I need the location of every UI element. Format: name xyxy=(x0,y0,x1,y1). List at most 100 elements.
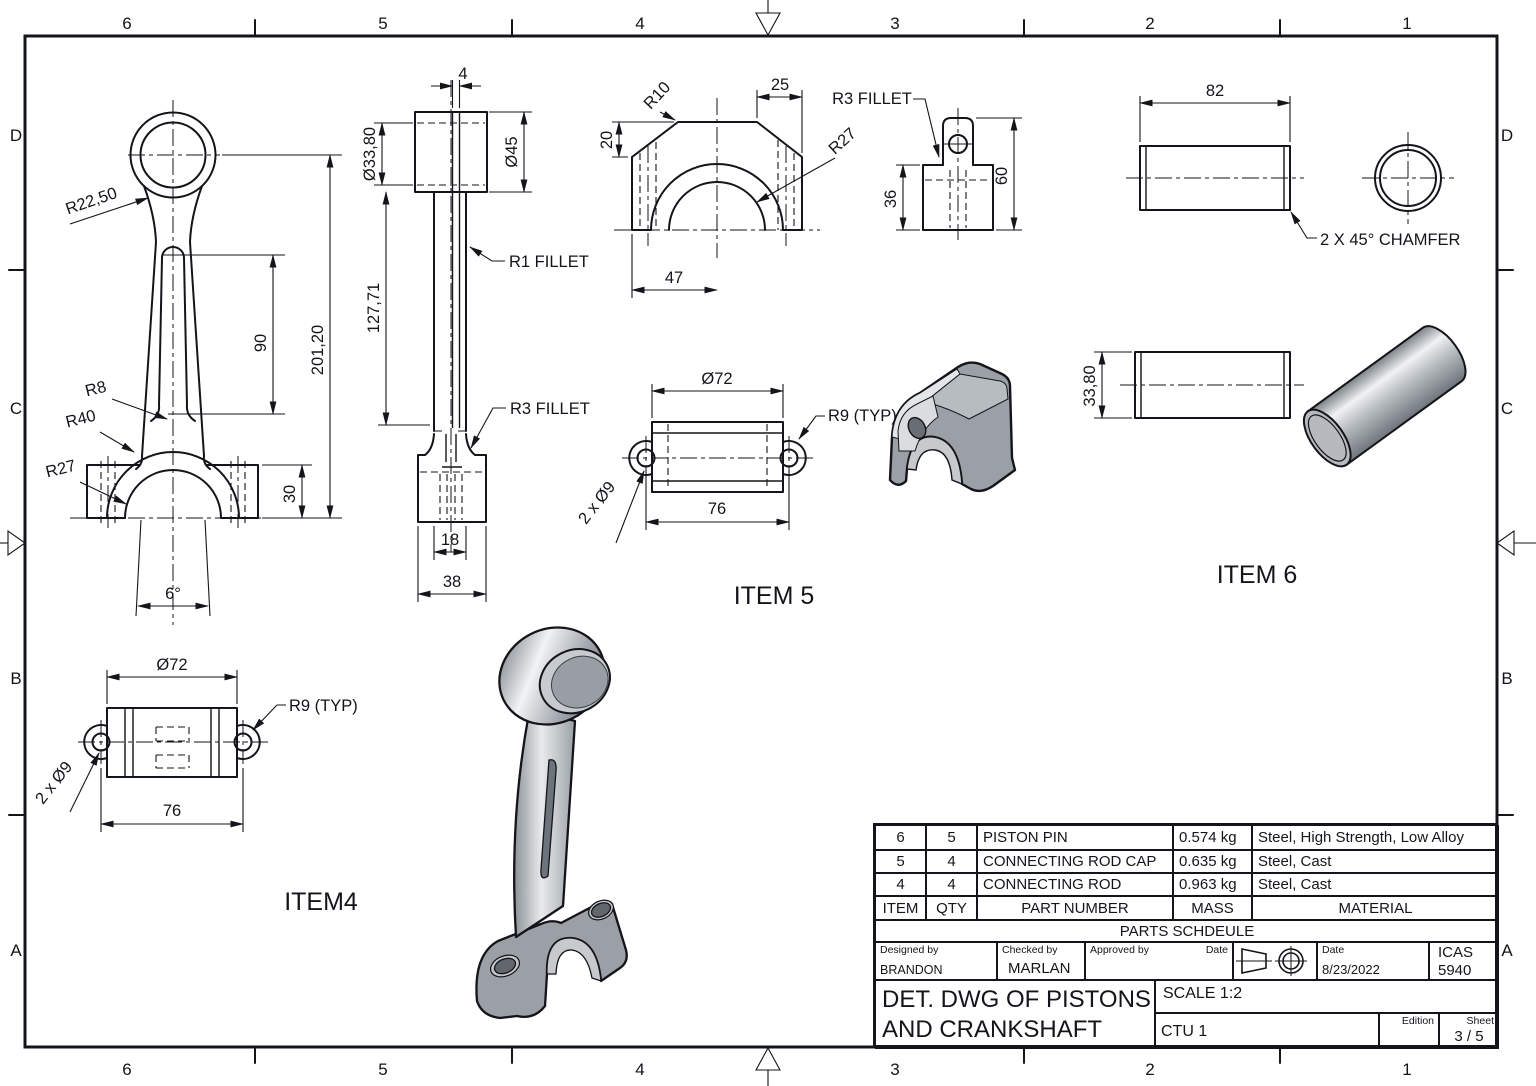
angle-dim: 6° xyxy=(165,585,181,603)
ps-material: Steel, High Strength, Low Alloy xyxy=(1252,825,1499,850)
rod-front-view: 6° 90 201,20 30 R22,50 R8 R40 R27 xyxy=(44,100,342,625)
ps-qty: 4 xyxy=(926,850,977,873)
org-number: 5940 xyxy=(1438,962,1472,979)
dim-76: 76 xyxy=(163,802,181,820)
dim-d45: Ø45 xyxy=(503,136,521,167)
pin-3d-render xyxy=(1302,325,1467,468)
ps-header-mass: MASS xyxy=(1173,896,1252,920)
rod-side-view: 4 Ø33,80 Ø45 127,71 R1 FILLET R3 FILLET … xyxy=(361,65,590,602)
dim-76: 76 xyxy=(708,500,726,518)
ps-header-material: MATERIAL xyxy=(1252,896,1499,920)
grid-row: A xyxy=(10,941,22,960)
sheet-label: Sheet xyxy=(1466,1015,1494,1027)
dim-36: 36 xyxy=(882,190,900,208)
radius-note: R27 xyxy=(44,457,78,482)
dim-60: 60 xyxy=(993,167,1011,185)
dim-127-71: 127,71 xyxy=(365,283,383,333)
dim-d33-80: Ø33,80 xyxy=(361,127,379,181)
item4-view: Ø72 R9 (TYP) 2 x Ø9 76 ITEM4 xyxy=(32,656,358,916)
ps-part: PISTON PIN xyxy=(977,825,1173,850)
ps-material: Steel, Cast xyxy=(1252,873,1499,896)
grid-col: 6 xyxy=(122,1060,131,1079)
cap-side-view: R3 FILLET 36 60 xyxy=(832,90,1022,240)
date-label: Date xyxy=(1322,944,1345,956)
chamfer-note: 2 X 45° CHAMFER xyxy=(1320,231,1461,249)
dim-20: 20 xyxy=(598,131,616,149)
edition-cell: Edition xyxy=(1379,1013,1439,1049)
radius-note: R40 xyxy=(64,407,98,432)
dim-201-20: 201,20 xyxy=(309,325,327,375)
rod-3d-render xyxy=(475,626,628,1020)
grid-col: 4 xyxy=(635,1060,644,1079)
grid-col: 3 xyxy=(890,14,899,33)
code-value: CTU 1 xyxy=(1161,1023,1208,1040)
grid-row: B xyxy=(1501,669,1512,688)
grid-col: 2 xyxy=(1145,1060,1154,1079)
ps-mass: 0.635 kg xyxy=(1173,850,1252,873)
drawing-title-cell: DET. DWG OF PISTONS AND CRANKSHAFT xyxy=(875,980,1155,1049)
cap-top-view: 25 20 R10 R27 47 xyxy=(598,76,860,298)
designed-by-value: BRANDON xyxy=(880,963,943,977)
drawing-title-line2: AND CRANKSHAFT xyxy=(882,1016,1103,1043)
cap-bottom-view: Ø72 R9 (TYP) 2 x Ø9 76 ITEM 5 xyxy=(575,370,897,610)
dim-82: 82 xyxy=(1206,82,1224,100)
item6-label: ITEM 6 xyxy=(1217,561,1298,589)
grid-row: C xyxy=(10,399,22,418)
dim-33-80: 33,80 xyxy=(1081,365,1099,406)
item4-label: ITEM4 xyxy=(284,888,358,916)
ps-part: CONNECTING ROD xyxy=(977,873,1173,896)
radius-note: R9 (TYP) xyxy=(828,407,897,425)
drawing-title-line1: DET. DWG OF PISTONS xyxy=(882,986,1151,1013)
grid-col: 4 xyxy=(635,14,644,33)
approved-by-label: Approved by xyxy=(1090,944,1149,956)
dim-30: 30 xyxy=(281,485,299,503)
pin-end-view xyxy=(1362,132,1454,224)
first-angle-projection-icon xyxy=(1236,946,1307,976)
code-cell: CTU 1 xyxy=(1155,1013,1379,1049)
ps-item: 4 xyxy=(875,873,926,896)
ps-mass: 0.574 kg xyxy=(1173,825,1252,850)
ps-qty: 5 xyxy=(926,825,977,850)
radius-note: R27 xyxy=(825,124,860,158)
fillet-note: R3 FILLET xyxy=(510,400,590,418)
dim-18: 18 xyxy=(441,531,459,549)
grid-col: 1 xyxy=(1402,14,1411,33)
dim-90: 90 xyxy=(252,334,270,352)
org-cell: ICAS 5940 xyxy=(1429,942,1499,980)
grid-col: 1 xyxy=(1402,1060,1411,1079)
dim-38: 38 xyxy=(443,573,461,591)
dim-25: 25 xyxy=(771,76,789,94)
dim-d72: Ø72 xyxy=(701,370,732,388)
grid-row: A xyxy=(1501,941,1513,960)
ps-material: Steel, Cast xyxy=(1252,850,1499,873)
ps-mass: 0.963 kg xyxy=(1173,873,1252,896)
ps-header-qty: QTY xyxy=(926,896,977,920)
dim-47: 47 xyxy=(665,269,683,287)
ps-header-part: PART NUMBER xyxy=(977,896,1173,920)
grid-references: 6 5 4 3 2 1 6 5 4 3 2 1 D C B A D C B A xyxy=(10,14,1513,1079)
scale-value: SCALE 1:2 xyxy=(1163,985,1243,1002)
radius-note: R9 (TYP) xyxy=(289,697,358,715)
scale-cell: SCALE 1:2 xyxy=(1155,980,1499,1013)
date-label: Date xyxy=(1205,944,1228,956)
org-name: ICAS xyxy=(1438,944,1474,961)
approved-by-cell: Approved by Date xyxy=(1085,942,1233,980)
ps-item: 5 xyxy=(875,850,926,873)
fillet-note: R1 FILLET xyxy=(509,253,589,271)
holes-note: 2 x Ø9 xyxy=(32,758,76,807)
radius-note: R10 xyxy=(640,78,674,112)
grid-row: D xyxy=(10,126,22,145)
projection-symbol-cell xyxy=(1233,942,1317,980)
dim-d72: Ø72 xyxy=(156,656,187,674)
pin-side-view: 82 2 X 45° CHAMFER xyxy=(1126,82,1461,249)
grid-row: B xyxy=(10,669,21,688)
designed-by-cell: Designed by BRANDON xyxy=(875,942,997,980)
grid-col: 3 xyxy=(890,1060,899,1079)
radius-note: R8 xyxy=(83,378,108,401)
pin-side-view-2: 33,80 xyxy=(1081,351,1304,419)
item5-label: ITEM 5 xyxy=(734,582,815,610)
